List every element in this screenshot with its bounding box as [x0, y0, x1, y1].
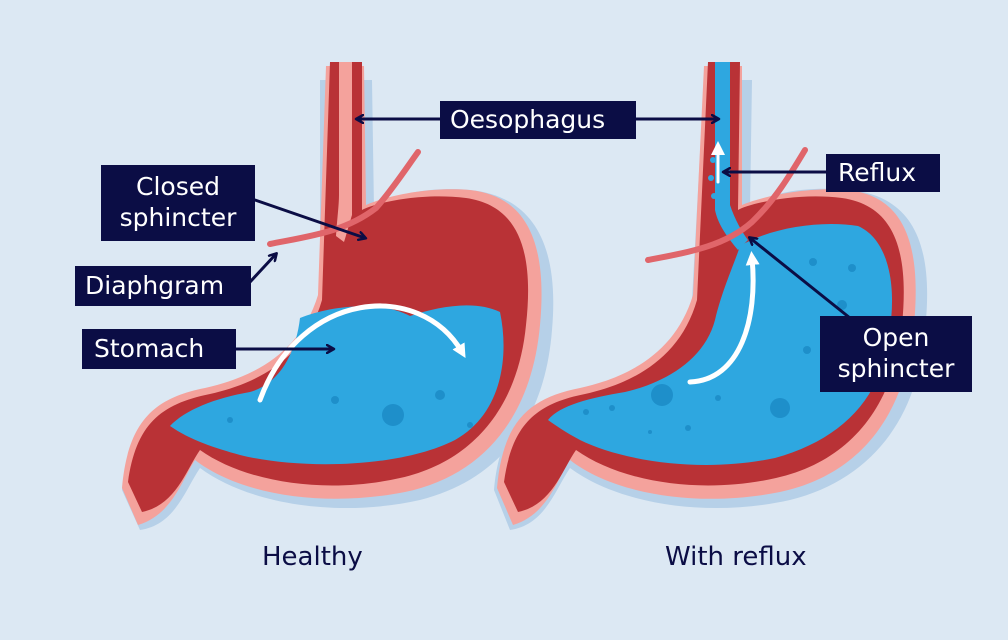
bubble: [331, 396, 339, 404]
healthy-diaphragm: [267, 149, 421, 247]
diaphragm-arrow: [248, 254, 276, 284]
reflux-esophagus-lumen: [715, 62, 748, 250]
reflux-droplet: [711, 193, 717, 199]
closed-sphincter-label: Closed sphincter: [101, 165, 255, 241]
healthy-stomach: [122, 62, 554, 530]
stomach-label: Stomach: [82, 329, 236, 369]
bubble: [609, 405, 615, 411]
oesophagus-label: Oesophagus: [440, 101, 636, 139]
bubble: [648, 430, 652, 434]
bubble: [467, 422, 473, 428]
healthy-flow-arrow: [257, 303, 466, 403]
reflux-label-text: Reflux: [838, 158, 917, 187]
bubble: [583, 409, 589, 415]
bubble: [715, 395, 721, 401]
closed-sphincter-arrow: [253, 198, 365, 238]
bubble: [809, 258, 817, 266]
healthy-caption: Healthy: [262, 542, 363, 572]
bubble: [848, 264, 856, 272]
closed-sphincter-line1: Closed: [136, 172, 220, 201]
reflux-droplet: [710, 157, 716, 163]
bubble: [770, 398, 790, 418]
diaphragm-label-text: Diaphgram: [85, 271, 225, 300]
callout-arrows: [234, 119, 852, 349]
healthy-esophagus-lumen: [336, 62, 352, 242]
bubble: [227, 417, 233, 423]
healthy-stomach-contents: [170, 305, 504, 465]
bubble: [435, 390, 445, 400]
open-sphincter-line1: Open: [862, 323, 930, 352]
reflux-label: Reflux: [826, 154, 940, 192]
bubble: [651, 384, 673, 406]
oesophagus-label-text: Oesophagus: [450, 105, 606, 134]
reflux-diaphragm: [645, 147, 808, 263]
stomach-label-text: Stomach: [94, 334, 205, 363]
reflux-flow-arrow: [687, 251, 760, 385]
bubble: [837, 300, 847, 310]
reflux-droplet: [708, 175, 714, 181]
closed-sphincter-line2: sphincter: [119, 203, 237, 232]
open-sphincter-line2: sphincter: [837, 354, 955, 383]
bubble: [382, 404, 404, 426]
bubble: [803, 346, 811, 354]
bubble: [685, 425, 691, 431]
open-sphincter-arrow: [750, 238, 852, 320]
diaphragm-label: Diaphgram: [75, 266, 251, 306]
with-reflux-caption: With reflux: [665, 542, 807, 572]
open-sphincter-label: Open sphincter: [820, 316, 972, 392]
